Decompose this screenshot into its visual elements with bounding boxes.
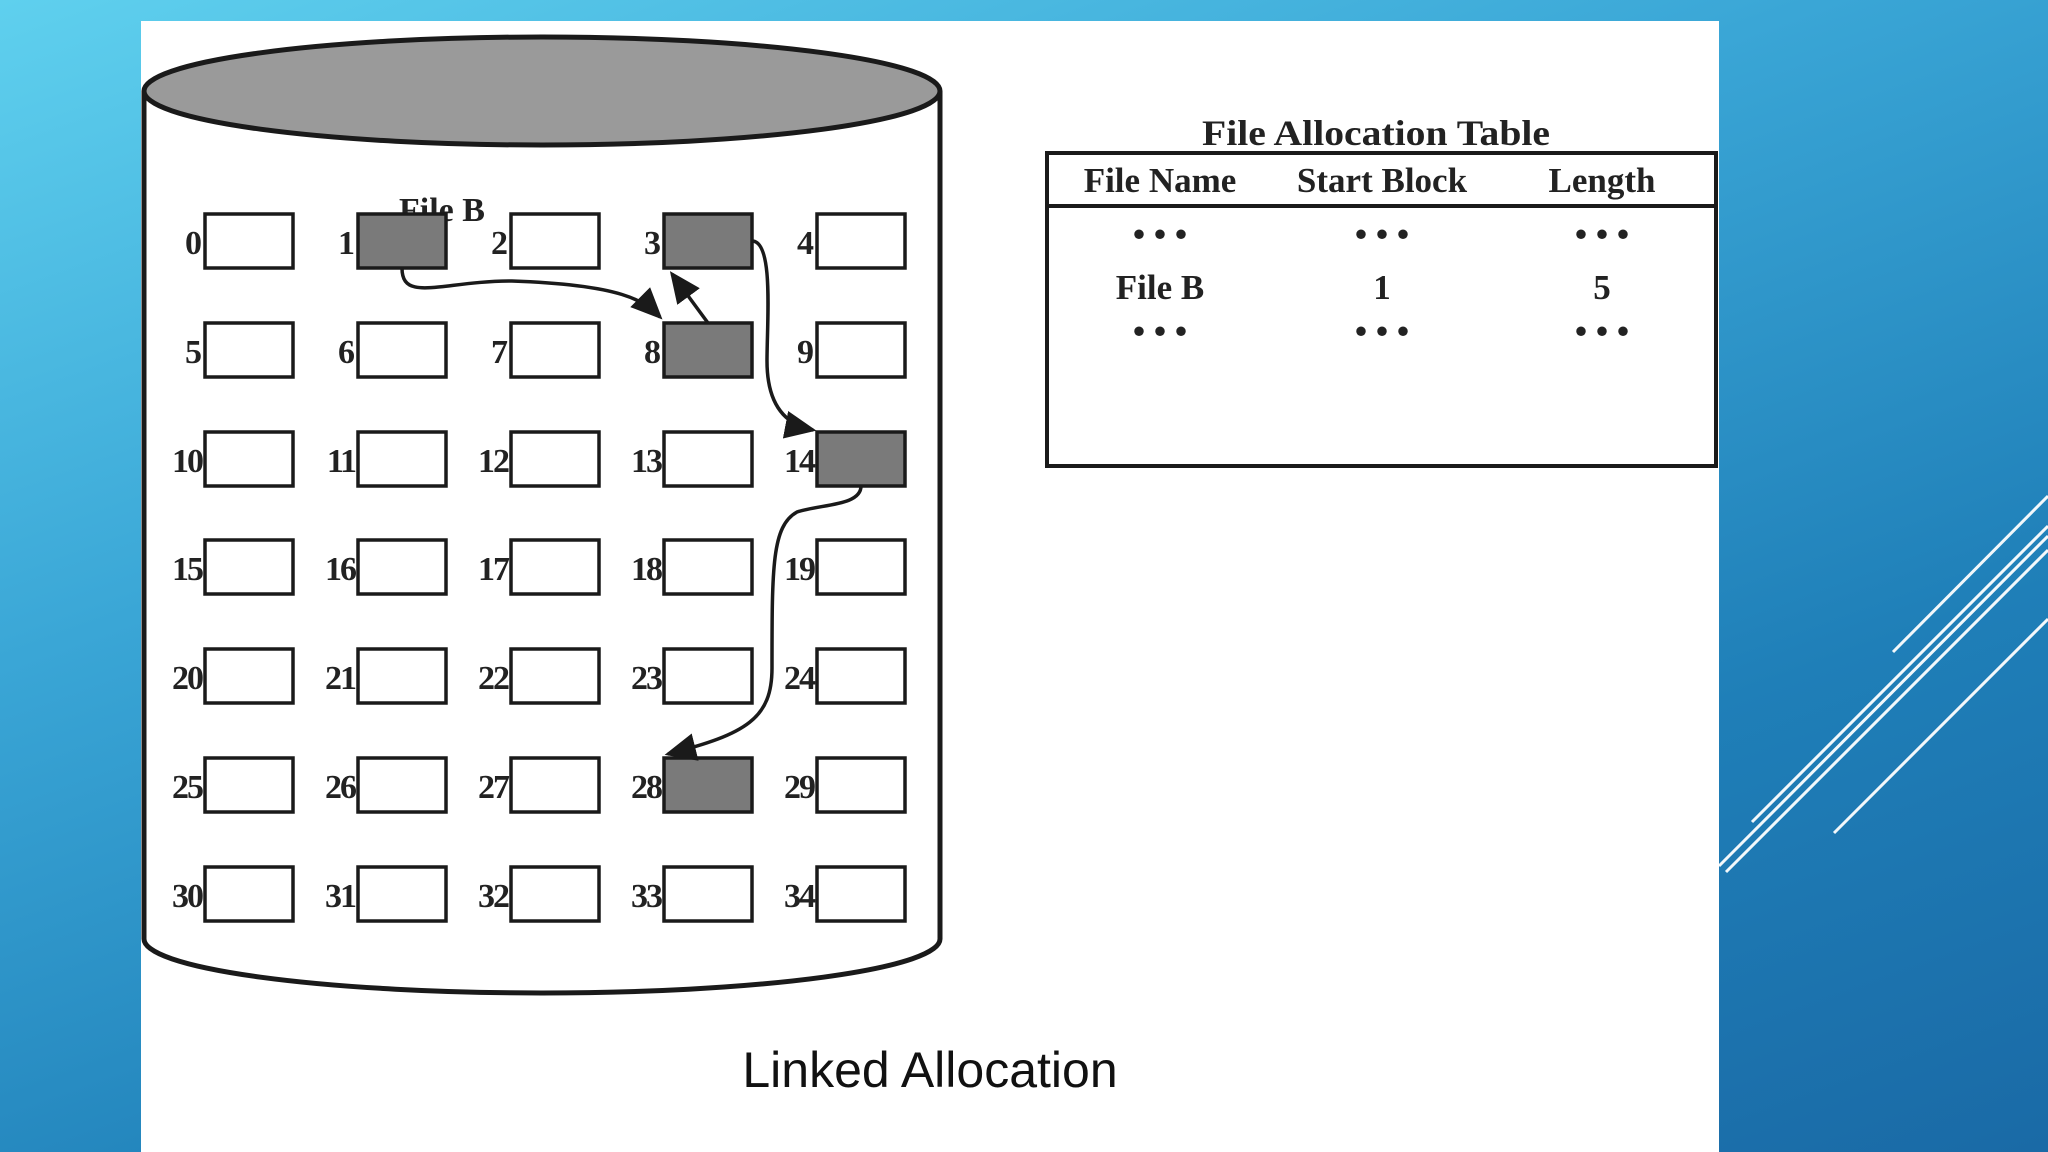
- block-label-22: 22: [478, 660, 509, 697]
- block-15-free: [203, 538, 295, 596]
- block-11-free: [356, 430, 448, 488]
- block-30-free: [203, 865, 295, 923]
- block-27-free: [509, 756, 601, 814]
- block-label-16: 16: [325, 551, 356, 588]
- block-label-30: 30: [172, 878, 203, 915]
- chain-arrow-3-to-14: [751, 239, 817, 439]
- block-26-free: [356, 756, 448, 814]
- fat-row-0-length: • • •: [1575, 215, 1629, 254]
- block-24-free: [815, 647, 907, 705]
- chain-arrows: [400, 239, 863, 761]
- block-3-allocated: [662, 212, 754, 270]
- block-label-28: 28: [631, 769, 662, 806]
- block-label-13: 13: [631, 443, 662, 480]
- fat-header-length: Length: [1549, 161, 1656, 200]
- block-label-33: 33: [631, 878, 662, 915]
- block-label-34: 34: [784, 878, 816, 915]
- block-23-free: [662, 647, 754, 705]
- block-4-free: [815, 212, 907, 270]
- block-label-26: 26: [325, 769, 356, 806]
- block-2-free: [509, 212, 601, 270]
- block-label-6: 6: [338, 334, 355, 371]
- block-label-31: 31: [325, 878, 356, 915]
- fat-header-file-name: File Name: [1084, 161, 1237, 200]
- block-5-free: [203, 321, 295, 379]
- fat-row-2-start-block: • • •: [1355, 312, 1409, 351]
- block-label-5: 5: [185, 334, 202, 371]
- block-label-17: 17: [478, 551, 510, 588]
- block-18-free: [662, 538, 754, 596]
- block-25-free: [203, 756, 295, 814]
- block-label-14: 14: [784, 443, 816, 480]
- block-33-free: [662, 865, 754, 923]
- block-label-7: 7: [491, 334, 508, 371]
- block-7-free: [509, 321, 601, 379]
- block-label-8: 8: [644, 334, 661, 371]
- block-label-25: 25: [172, 769, 203, 806]
- block-label-11: 11: [327, 443, 356, 480]
- block-label-18: 18: [631, 551, 662, 588]
- block-10-free: [203, 430, 295, 488]
- block-label-1: 1: [338, 225, 355, 262]
- block-20-free: [203, 647, 295, 705]
- fat-row-0-start-block: • • •: [1355, 215, 1409, 254]
- fat-row-1-length: 5: [1593, 268, 1611, 307]
- block-29-free: [815, 756, 907, 814]
- block-32-free: [509, 865, 601, 923]
- file-allocation-table: File Allocation Table File Name Start Bl…: [1045, 113, 1718, 468]
- fat-row-2-file-name: • • •: [1133, 312, 1187, 351]
- disk-cylinder: [141, 34, 943, 996]
- block-31-free: [356, 865, 448, 923]
- block-19-free: [815, 538, 907, 596]
- fat-row-1-start-block: 1: [1373, 268, 1391, 307]
- block-34-free: [815, 865, 907, 923]
- block-22-free: [509, 647, 601, 705]
- block-label-12: 12: [478, 443, 509, 480]
- block-8-allocated: [662, 321, 754, 379]
- chain-arrow-1-to-8: [400, 267, 663, 320]
- fat-row-1-file-name: File B: [1116, 268, 1204, 307]
- block-label-21: 21: [325, 660, 356, 697]
- block-label-19: 19: [784, 551, 815, 588]
- slide-caption: Linked Allocation: [742, 1042, 1118, 1098]
- block-14-allocated: [815, 430, 907, 488]
- block-label-10: 10: [172, 443, 203, 480]
- block-label-4: 4: [797, 225, 814, 262]
- block-label-27: 27: [478, 769, 510, 806]
- block-label-20: 20: [172, 660, 203, 697]
- block-label-23: 23: [631, 660, 662, 697]
- block-6-free: [356, 321, 448, 379]
- block-label-15: 15: [172, 551, 203, 588]
- block-13-free: [662, 430, 754, 488]
- block-16-free: [356, 538, 448, 596]
- block-9-free: [815, 321, 907, 379]
- block-label-3: 3: [644, 225, 661, 262]
- block-label-0: 0: [185, 225, 202, 262]
- block-label-9: 9: [797, 334, 814, 371]
- block-label-2: 2: [491, 225, 508, 262]
- block-28-allocated: [662, 756, 754, 814]
- fat-row-0-file-name: • • •: [1133, 215, 1187, 254]
- fat-title: File Allocation Table: [1202, 113, 1550, 153]
- block-label-32: 32: [478, 878, 509, 915]
- fat-row-2-length: • • •: [1575, 312, 1629, 351]
- block-label-29: 29: [784, 769, 815, 806]
- block-21-free: [356, 647, 448, 705]
- fat-header-start-block: Start Block: [1297, 161, 1468, 200]
- fat-border: [1045, 151, 1718, 468]
- block-12-free: [509, 430, 601, 488]
- block-0-free: [203, 212, 295, 270]
- block-label-24: 24: [784, 660, 816, 697]
- block-1-allocated: [356, 212, 448, 270]
- chain-arrow-8-to-3: [669, 271, 710, 325]
- block-17-free: [509, 538, 601, 596]
- chain-arrow-14-to-28: [664, 485, 863, 761]
- disk-top-ellipse: [141, 34, 943, 148]
